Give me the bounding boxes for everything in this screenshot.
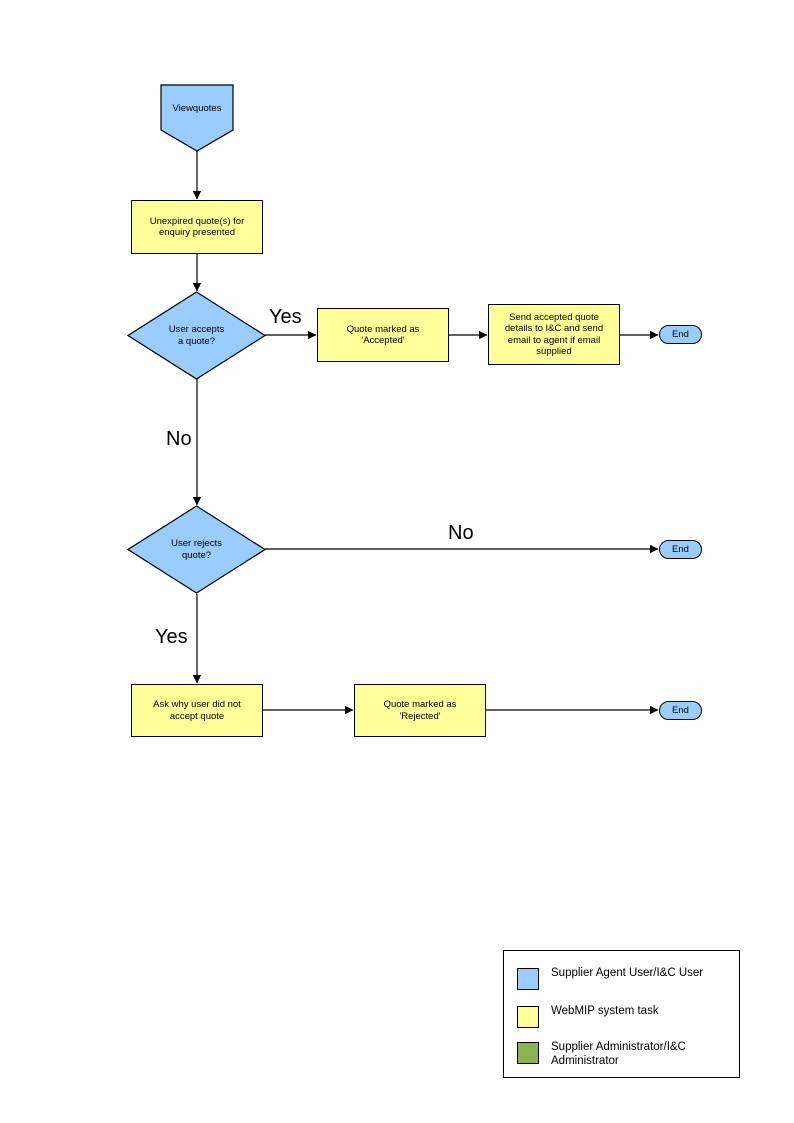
node-end-accepted[interactable]: End (659, 325, 702, 344)
node-start-viewquotes[interactable]: Viewquotes (160, 84, 234, 152)
pentagon-shape (160, 84, 234, 152)
legend-label-webmip-system-task: WebMIP system task (551, 1005, 659, 1017)
node-decision-user-accepts[interactable]: User accepts a quote? (126, 291, 267, 380)
legend-panel: Supplier Agent User/I&C User WebMIP syst… (503, 950, 740, 1078)
node-decision-user-accepts-label: User accepts a quote? (168, 324, 225, 347)
node-quote-marked-rejected[interactable]: Quote marked as 'Rejected' (354, 684, 486, 737)
edge-label-accepts-yes: Yes (269, 306, 302, 328)
node-end-not-rejected[interactable]: End (659, 540, 702, 559)
edge-label-rejects-no: No (448, 522, 474, 544)
legend-swatch-blue (517, 968, 539, 990)
node-start-label: Viewquotes (172, 102, 222, 114)
node-send-accepted-details[interactable]: Send accepted quote details to I&C and s… (488, 304, 620, 365)
node-decision-user-rejects-label: User rejects quote? (171, 538, 222, 561)
node-ask-why-not-accepted[interactable]: Ask why user did not accept quote (131, 684, 263, 737)
diamond-shape (126, 291, 267, 380)
edge-label-rejects-yes: Yes (155, 626, 188, 648)
legend-item-webmip-system-task: WebMIP system task (517, 1005, 659, 1028)
node-end-rejected[interactable]: End (659, 701, 702, 720)
edge-label-accepts-no: No (166, 428, 192, 450)
diamond-shape (126, 505, 267, 594)
legend-item-supplier-agent: Supplier Agent User/I&C User (517, 967, 703, 990)
node-unexpired-quotes[interactable]: Unexpired quote(s) for enquiry presented (131, 200, 263, 254)
legend-item-supplier-administrator: Supplier Administrator/I&C Administrator (517, 1041, 686, 1069)
legend-swatch-yellow (517, 1006, 539, 1028)
legend-label-supplier-agent: Supplier Agent User/I&C User (551, 967, 704, 979)
node-decision-user-rejects[interactable]: User rejects quote? (126, 505, 267, 594)
legend-swatch-green (517, 1042, 539, 1064)
node-quote-marked-accepted[interactable]: Quote marked as 'Accepted' (317, 308, 449, 362)
legend-label-supplier-administrator: Supplier Administrator/I&C Administrator (551, 1041, 686, 1067)
